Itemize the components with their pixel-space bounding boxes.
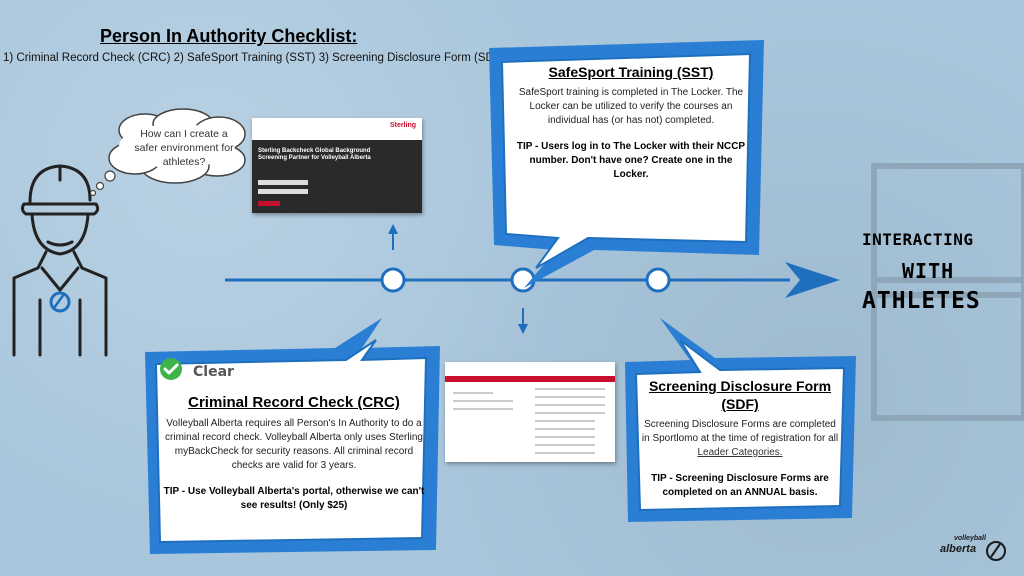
crc-callout [145, 318, 440, 554]
sdf-title-line2: (SDF) [721, 396, 759, 412]
sdf-content: Screening Disclosure Form (SDF) Screenin… [640, 378, 840, 500]
sdf-title-line1: Screening Disclosure Form [648, 378, 832, 394]
sterling-brand: Sterling [389, 122, 416, 129]
volleyball-alberta-logo: volleyball alberta [940, 535, 986, 555]
page-subtitle: 1) Criminal Record Check (CRC) 2) SafeSp… [3, 52, 505, 64]
screenshot-line [453, 392, 493, 394]
crc-title: Criminal Record Check (CRC) [188, 394, 400, 411]
thought-cloud-icon [108, 108, 246, 184]
screenshot-line [535, 388, 605, 390]
screenshot-line [535, 412, 605, 414]
brand-small: volleyball [954, 535, 986, 542]
clear-badge: Clear [193, 364, 234, 380]
thought-text: How can I create a safer environment for… [134, 128, 234, 168]
screenshot-line [535, 444, 595, 446]
word-art-line1: INTERACTING [862, 230, 974, 249]
sst-tip: TIP - Users log in to The Locker with th… [516, 141, 746, 180]
page-title: Person In Authority Checklist: [100, 26, 358, 46]
screenshot-input [258, 189, 308, 194]
sdf-callout [625, 318, 856, 522]
sterling-heading: Sterling Backcheck Global Background Scr… [258, 148, 371, 161]
locker-screenshot [445, 362, 615, 462]
word-art-line2: WITH [902, 259, 955, 283]
sterling-backcheck-screenshot: Sterling Sterling Backcheck Global Backg… [252, 118, 422, 213]
thought-dots-icon [89, 170, 116, 197]
sst-body: SafeSport training is completed in The L… [518, 87, 744, 126]
coach-figure-icon [12, 164, 108, 357]
screenshot-button [258, 201, 280, 206]
screenshot-line [453, 408, 513, 410]
sst-content: SafeSport Training (SST) SafeSport train… [515, 64, 747, 182]
sdf-tip: TIP - Screening Disclosure Forms are com… [651, 473, 829, 498]
word-art-line3: ATHLETES [862, 288, 981, 314]
screenshot-line [535, 396, 605, 398]
sst-callout [489, 40, 764, 288]
crc-content: Criminal Record Check (CRC) Volleyball A… [160, 394, 428, 513]
screenshot-line [453, 400, 513, 402]
sdf-body: Screening Disclosure Forms are completed… [640, 418, 840, 460]
sst-title: SafeSport Training (SST) [548, 64, 714, 80]
sdf-body-text: Screening Disclosure Forms are completed… [641, 419, 839, 444]
check-icon [160, 358, 182, 380]
locker-bar [445, 376, 615, 382]
screenshot-line [535, 428, 595, 430]
timeline-node-crc [380, 267, 406, 293]
timeline-arrowhead [785, 262, 840, 298]
screenshot-line [535, 436, 595, 438]
crc-tip: TIP - Use Volleyball Alberta's portal, o… [163, 486, 425, 511]
timeline-node-sdf [645, 267, 671, 293]
screenshot-line [535, 404, 605, 406]
leader-categories-link[interactable]: Leader Categories. [697, 447, 783, 458]
screenshot-header-strip [252, 118, 422, 140]
brand-large: alberta [940, 543, 977, 555]
screenshot-line [535, 452, 595, 454]
brand-icon [986, 541, 1006, 561]
screenshot-input [258, 180, 308, 185]
crc-body: Volleyball Alberta requires all Person's… [165, 418, 423, 471]
screenshot-line [535, 420, 595, 422]
frame-icon [871, 163, 1024, 421]
